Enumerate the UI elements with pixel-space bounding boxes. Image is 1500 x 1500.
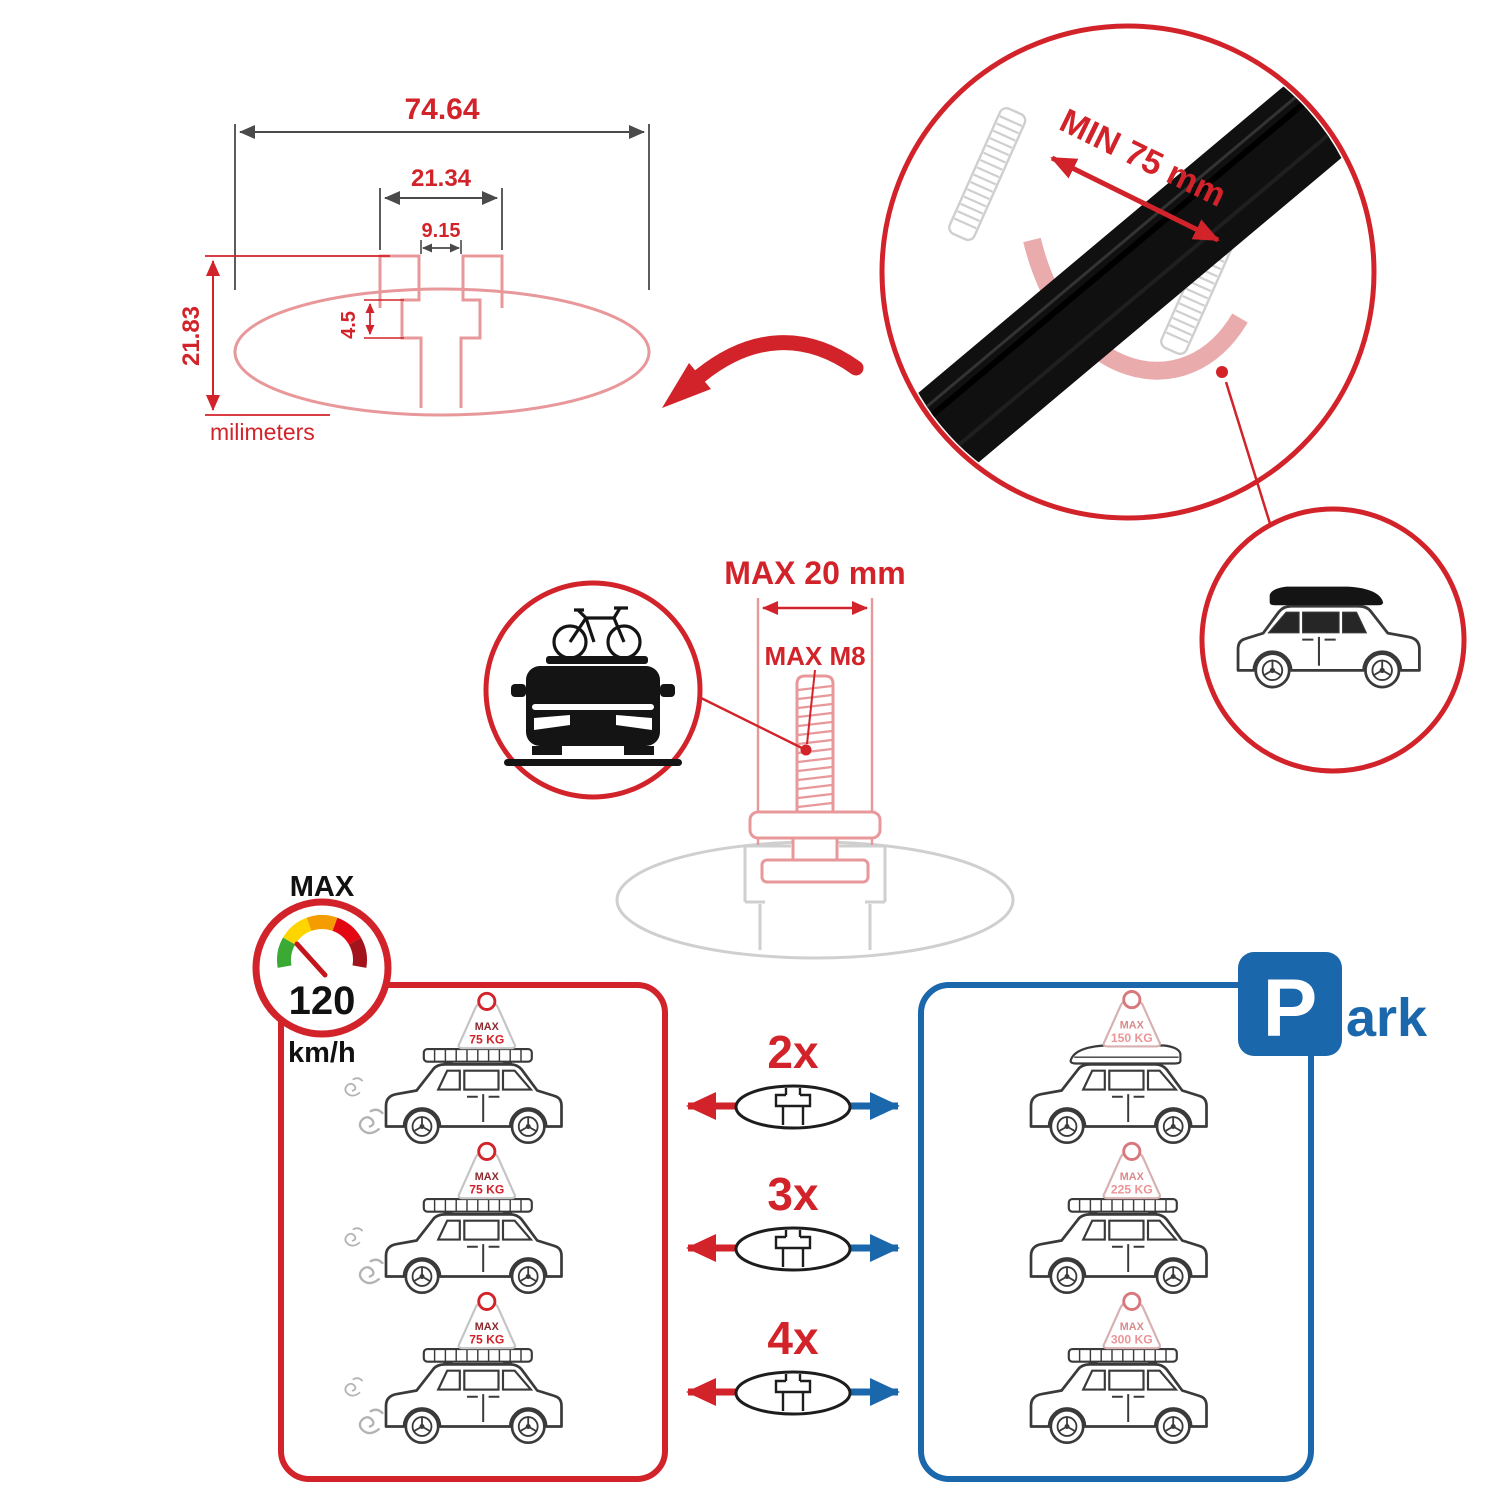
attachment-point-dot (1216, 366, 1228, 378)
suv-with-roofbox-icon (1238, 586, 1419, 687)
bike-car-inset (483, 580, 703, 800)
roof-box-icon (1069, 1044, 1182, 1065)
tag-ring-icon (477, 991, 497, 1011)
crossbar-profile-diagram: 74.64 21.34 9.15 4.5 21.83 milimeters (178, 93, 651, 445)
parked-car-row-1: MAX 150 KG (1031, 990, 1207, 1143)
dim-total-height-label: 21.83 (178, 306, 205, 366)
dim-slot-width-label: 9.15 (422, 220, 461, 242)
load-tag: MAX 75 KG (457, 1291, 517, 1350)
load-tag: MAX 75 KG (457, 991, 517, 1050)
driving-car-row-2: MAX 75 KG (344, 1141, 561, 1292)
tag-value: 150 KG (1111, 1031, 1153, 1045)
tag-max-label: MAX (475, 1171, 500, 1183)
parked-car-row-3: MAX 300 KG (1031, 1291, 1207, 1442)
load-tag: MAX 150 KG (1102, 990, 1162, 1048)
tag-value: 75 KG (469, 1033, 504, 1047)
bolt-point-dot (800, 744, 812, 756)
gauge-needle (294, 941, 328, 978)
tag-max-label: MAX (475, 1321, 500, 1333)
t-slot-profile (378, 254, 504, 408)
multiplier-label: 4x (767, 1312, 819, 1364)
profile-oval (233, 287, 651, 417)
car-front-with-bike-icon (504, 606, 682, 766)
multiplier-label: 2x (767, 1026, 819, 1078)
inset-connector-line (1224, 381, 1274, 531)
tag-ring-icon (1122, 1141, 1142, 1161)
tag-max-label: MAX (1120, 1171, 1145, 1183)
crossbar-section-icon (734, 1084, 852, 1130)
dim-total-width-label: 74.64 (404, 93, 479, 126)
bolt-max-thread-label: MAX M8 (764, 641, 865, 671)
speed-unit: km/h (288, 1037, 356, 1069)
bolt-dim-guides (756, 598, 874, 845)
dim-lip-height-label: 4.5 (338, 311, 360, 339)
load-tag: MAX 225 KG (1102, 1141, 1162, 1200)
gauge-arc (277, 915, 367, 968)
suv-roofbox-inset (1199, 506, 1467, 774)
tag-ring-icon (477, 1291, 497, 1311)
tag-max-label: MAX (475, 1021, 500, 1033)
tag-max-label: MAX (1120, 1321, 1145, 1333)
pointer-arrow (662, 335, 864, 408)
tag-ring-icon (1122, 1291, 1142, 1311)
tag-value: 75 KG (469, 1183, 504, 1197)
bolt-max-length-label: MAX 20 mm (724, 555, 905, 591)
parked-car-row-2: MAX 225 KG (1031, 1141, 1207, 1292)
load-tag: MAX 300 KG (1102, 1291, 1162, 1350)
multiplier-label: 3x (767, 1168, 819, 1220)
crossbar-count-3x: 3x (686, 1168, 900, 1272)
crossbar-count-4x: 4x (686, 1312, 900, 1416)
extension-lines (234, 124, 650, 290)
min-span-arrow (1050, 155, 1220, 243)
crossbar-count-2x: 2x (686, 1026, 900, 1130)
speed-value: 120 (289, 979, 356, 1023)
crossbar-closeup-inset: MIN 75 mm (879, 23, 1377, 531)
t-bolt-icon (748, 674, 882, 884)
park-sign-square (1238, 952, 1342, 1056)
load-tag: MAX 75 KG (457, 1141, 517, 1200)
speedometer-badge: MAX 120 km/h (252, 871, 392, 1069)
crossbar-section-icon (734, 1226, 852, 1272)
driving-car-row-1: MAX 75 KG (344, 991, 561, 1142)
dim-channel-width-label: 21.34 (411, 165, 472, 192)
tag-value: 75 KG (469, 1333, 504, 1347)
park-p-label: P (1263, 963, 1318, 1054)
tag-ring-icon (1122, 990, 1142, 1010)
units-label: milimeters (210, 419, 315, 445)
driving-car-row-3: MAX 75 KG (344, 1291, 561, 1442)
speed-max-label: MAX (290, 871, 355, 903)
crossbar-section-icon (734, 1370, 852, 1416)
park-ark-label: ark (1346, 988, 1428, 1048)
tag-value: 225 KG (1111, 1183, 1153, 1197)
bolt-spec-diagram: MAX 20 mm MAX M8 (615, 555, 1015, 960)
tag-max-label: MAX (1120, 1019, 1145, 1031)
park-sign: P ark (1238, 952, 1428, 1056)
tag-ring-icon (477, 1141, 497, 1161)
tag-value: 300 KG (1111, 1333, 1153, 1347)
bolt-leader-line (698, 695, 807, 752)
